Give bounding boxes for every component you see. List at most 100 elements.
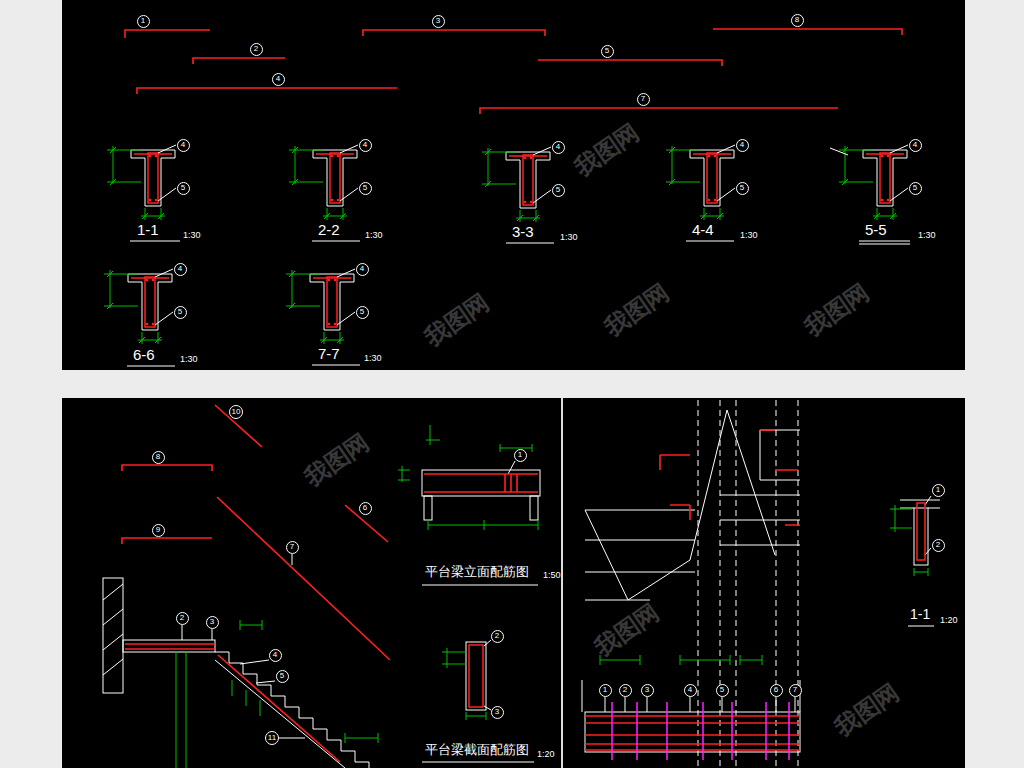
scale-label: 1:30 (180, 355, 198, 365)
view-title: 2-2 (318, 222, 340, 239)
watermark: 我图网 (570, 119, 644, 182)
scale-label: 1:30 (364, 354, 382, 364)
callout-number: 2 (936, 541, 940, 549)
callout-circle: 5 (174, 306, 187, 319)
callout-number: 2 (254, 45, 258, 53)
callout-number: 5 (360, 308, 364, 316)
callout-number: 3 (645, 686, 649, 694)
callout-number: 4 (688, 686, 692, 694)
drawing-title: 平台梁立面配筋图 (425, 565, 529, 579)
scale-label: 1:30 (183, 231, 201, 241)
watermark: 我图网 (420, 289, 494, 352)
watermark: 我图网 (300, 429, 374, 492)
callout-number: 5 (740, 184, 744, 192)
callout-number: 5 (363, 184, 367, 192)
callout-circle: 4 (177, 139, 190, 152)
callout-circle: 11 (265, 731, 279, 745)
scale-label: 1:50 (543, 571, 561, 581)
callout-circle: 10 (229, 405, 243, 419)
callout-number: 6 (363, 504, 367, 512)
scale-label: 1:30 (365, 231, 383, 241)
scale-label: 1:20 (537, 750, 555, 760)
callout-circle: 2 (250, 43, 263, 56)
callout-circle: 1 (514, 449, 527, 462)
callout-number: 6 (774, 686, 778, 694)
callout-number: 7 (290, 543, 294, 551)
view-title: 5-5 (865, 222, 887, 239)
view-title: 6-6 (133, 347, 155, 364)
callout-circle: 8 (152, 451, 165, 464)
callout-number: 4 (178, 265, 182, 273)
callout-circle: 7 (286, 541, 299, 554)
callout-number: 2 (180, 614, 184, 622)
callout-number: 7 (793, 686, 797, 694)
callout-circle: 4 (909, 139, 922, 152)
callout-circle: 2 (176, 612, 189, 625)
watermark: 我图网 (600, 279, 674, 342)
callout-circle: 7 (789, 684, 802, 697)
callout-circle: 3 (206, 616, 219, 629)
callout-number: 5 (913, 184, 917, 192)
callout-number: 7 (641, 95, 645, 103)
view-title: 4-4 (692, 222, 714, 239)
callout-circle: 1 (137, 15, 150, 28)
callout-circle: 9 (152, 524, 165, 537)
scale-label: 1:30 (740, 231, 758, 241)
callout-circle: 4 (269, 649, 282, 662)
callout-number: 5 (280, 672, 284, 680)
callout-circle: 2 (491, 630, 504, 643)
callout-circle: 3 (641, 684, 654, 697)
callout-circle: 2 (932, 539, 945, 552)
callout-circle: 7 (637, 93, 650, 106)
callout-number: 2 (495, 632, 499, 640)
callout-circle: 5 (736, 182, 749, 195)
callout-circle: 4 (684, 684, 697, 697)
callout-circle: 4 (272, 73, 285, 86)
callout-circle: 5 (276, 670, 289, 683)
watermark: 我图网 (800, 279, 874, 342)
callout-circle: 4 (552, 141, 565, 154)
callout-number: 4 (740, 141, 744, 149)
callout-circle: 5 (909, 182, 922, 195)
callout-number: 3 (210, 618, 214, 626)
drawing-title: 平台梁截面配筋图 (425, 743, 529, 757)
callout-number: 11 (268, 734, 276, 742)
callout-number: 1 (141, 17, 145, 25)
callout-circle: 1 (932, 484, 945, 497)
callout-circle: 5 (177, 182, 190, 195)
callout-circle: 4 (736, 139, 749, 152)
callout-number: 4 (363, 141, 367, 149)
callout-number: 9 (156, 526, 160, 534)
callout-circle: 3 (491, 706, 504, 719)
callout-number: 1 (518, 451, 522, 459)
callout-number: 5 (556, 186, 560, 194)
scale-label: 1:30 (560, 233, 578, 243)
view-title: 3-3 (512, 224, 534, 241)
callout-number: 4 (273, 651, 277, 659)
scale-label: 1:30 (918, 231, 936, 241)
callout-circle: 6 (770, 684, 783, 697)
watermark: 我图网 (590, 599, 664, 662)
callout-circle: 4 (356, 263, 369, 276)
callout-circle: 5 (359, 182, 372, 195)
callout-number: 8 (795, 16, 799, 24)
callout-number: 3 (436, 17, 440, 25)
callout-circle: 1 (599, 684, 612, 697)
callout-number: 1 (603, 686, 607, 694)
callout-circle: 2 (619, 684, 632, 697)
callout-circle: 5 (716, 684, 729, 697)
callout-number: 4 (556, 143, 560, 151)
callout-circle: 4 (359, 139, 372, 152)
callout-number: 4 (276, 75, 280, 83)
scale-label: 1:20 (940, 616, 958, 626)
callout-circle: 8 (791, 14, 804, 27)
callout-circle: 4 (174, 263, 187, 276)
callout-number: 3 (495, 708, 499, 716)
callout-number: 5 (181, 184, 185, 192)
callout-number: 10 (232, 408, 241, 416)
callout-circle: 5 (356, 306, 369, 319)
callout-number: 4 (913, 141, 917, 149)
callout-number: 2 (623, 686, 627, 694)
callout-circle: 5 (601, 45, 614, 58)
